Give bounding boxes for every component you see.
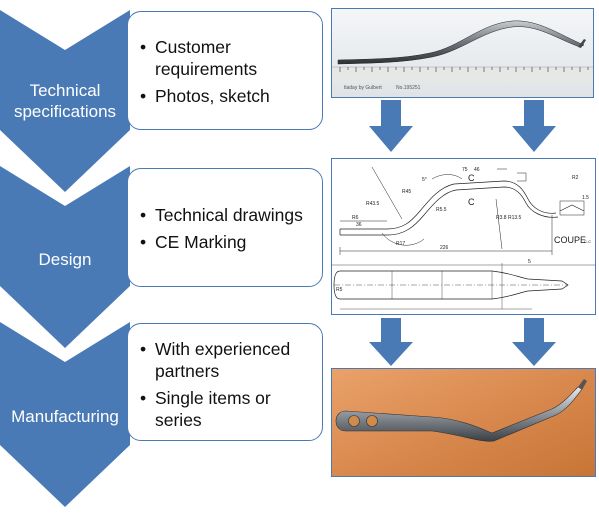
instrument-photo-drawing: tladay by Gulbert No.195251: [332, 9, 593, 97]
bullet-item: • Photos, sketch: [140, 85, 316, 107]
down-arrow-icon: [512, 318, 556, 366]
bullet-icon: •: [140, 37, 147, 57]
bullet-item: • Customer requirements: [140, 36, 316, 80]
instrument-photo-with-ruler: tladay by Gulbert No.195251: [331, 8, 594, 98]
down-arrow-icon: [369, 100, 413, 152]
chevron-shape: [0, 10, 130, 192]
dimension-label: R6: [352, 215, 359, 221]
dimension-label: R5.5: [436, 207, 447, 213]
bullet-text: Single items or series: [155, 388, 271, 430]
bullet-text: Technical drawings: [155, 205, 303, 225]
stage-label-line: Technical: [29, 81, 101, 100]
stage-label-line: specifications: [13, 102, 117, 121]
bullet-text: Photos, sketch: [155, 86, 270, 106]
dimension-label: 36: [356, 222, 362, 228]
bullet-icon: •: [140, 388, 147, 408]
bullet-icon: •: [140, 86, 147, 106]
stage-chevron-technical-specifications: [0, 10, 130, 192]
dimension-label: R3.8: [496, 215, 507, 221]
down-arrow-icon: [512, 100, 556, 152]
chevron-shape: [0, 322, 130, 507]
dimension-label: 5°: [422, 177, 427, 183]
down-arrow-icon: [369, 318, 413, 366]
dimension-label: R17: [396, 241, 405, 247]
stage-label-manufacturing: Manufacturing: [0, 406, 130, 427]
bullet-icon: •: [140, 232, 147, 252]
finished-instrument-photo: [331, 368, 596, 477]
stage-box-technical-specifications: • Customer requirements • Photos, sketch: [127, 11, 323, 130]
bullet-icon: •: [140, 205, 147, 225]
stage-label-technical-specifications: Technical specifications: [0, 80, 130, 122]
dimension-label: 5: [528, 259, 531, 265]
bullet-item: • Technical drawings: [140, 204, 316, 226]
section-label: COUPE: [554, 235, 586, 245]
bullet-list: • Customer requirements • Photos, sketch: [140, 36, 316, 107]
stage-label-design: Design: [0, 249, 130, 270]
dimension-label: R2: [572, 175, 579, 181]
section-mark: C: [468, 173, 475, 183]
ruler-number-text: No.195251: [396, 85, 421, 91]
dimension-label: R43.5: [366, 201, 380, 207]
bullet-text: With experienced partners: [155, 339, 291, 381]
section-sublabel: C-C: [584, 239, 591, 244]
stage-label-line: Manufacturing: [11, 407, 119, 426]
stage-label-line: Design: [38, 250, 92, 269]
stage-chevron-manufacturing: [0, 322, 130, 507]
bullet-text: CE Marking: [155, 232, 247, 252]
stage-box-design: • Technical drawings • CE Marking: [127, 168, 323, 287]
dimension-label: 1.5: [582, 195, 589, 201]
section-mark: C: [468, 197, 475, 207]
dimension-label: 46: [474, 167, 480, 173]
technical-drawing-svg: R6 5° R45 75 R5.5 R43.5 36 R17 226 R3.8 …: [332, 166, 595, 310]
stage-box-manufacturing: • With experienced partners • Single items…: [127, 323, 323, 441]
chevron-shape: [0, 166, 130, 348]
dimension-label: R5: [336, 287, 343, 293]
bullet-item: • CE Marking: [140, 231, 316, 253]
bullet-list: • With experienced partners • Single items…: [140, 338, 316, 431]
ruler-brand-text: tladay by Gulbert: [344, 85, 382, 91]
bullet-item: • With experienced partners: [140, 338, 316, 382]
dimension-label: R13.5: [508, 215, 522, 221]
finished-instrument-photo-drawing: [332, 369, 595, 476]
dimension-label: 75: [462, 167, 468, 173]
bullet-item: • Single items or series: [140, 387, 316, 431]
technical-drawing: R6 5° R45 75 R5.5 R43.5 36 R17 226 R3.8 …: [331, 158, 596, 315]
dimension-label: 226: [440, 245, 449, 251]
bullet-text: Customer requirements: [155, 37, 258, 79]
bullet-list: • Technical drawings • CE Marking: [140, 204, 316, 253]
bullet-icon: •: [140, 339, 147, 359]
stage-chevron-design: [0, 166, 130, 348]
dimension-label: R45: [402, 189, 411, 195]
